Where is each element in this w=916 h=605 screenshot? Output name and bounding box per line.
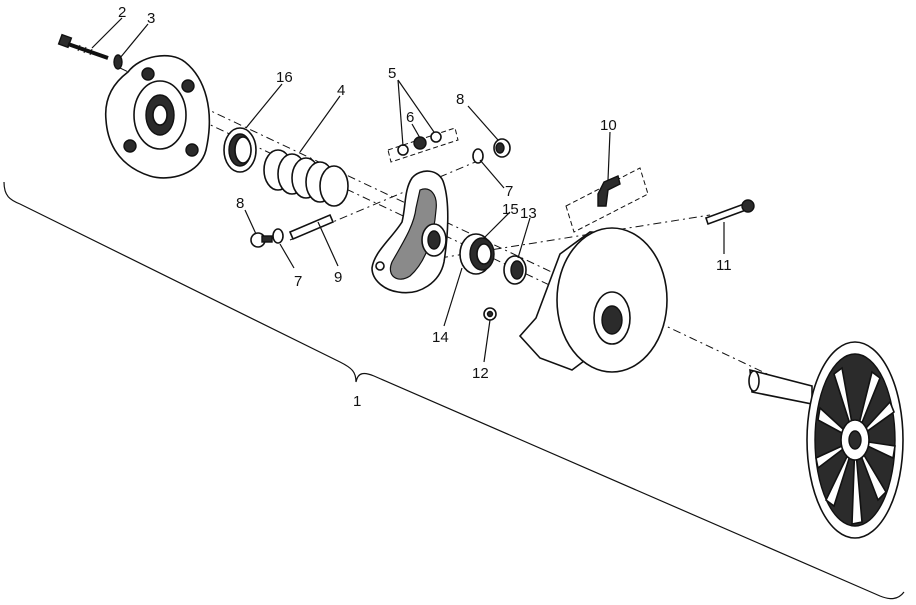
label-5: 5 bbox=[388, 65, 396, 82]
nut-part-12 bbox=[483, 307, 497, 321]
bolt-head-part-8-left bbox=[250, 232, 273, 248]
fixed-sheave-with-shaft bbox=[748, 341, 904, 539]
label-13: 13 bbox=[520, 205, 537, 222]
label-11: 11 bbox=[716, 257, 732, 274]
label-1: 1 bbox=[353, 393, 361, 410]
label-6: 6 bbox=[406, 109, 414, 126]
label-4: 4 bbox=[337, 82, 345, 99]
label-8-left: 8 bbox=[236, 195, 244, 212]
spacer-part-13 bbox=[503, 255, 527, 285]
moveable-sheave bbox=[518, 227, 668, 373]
detail-box-part-10 bbox=[565, 167, 649, 233]
roller-part-15 bbox=[459, 233, 495, 275]
label-9: 9 bbox=[334, 269, 342, 286]
label-15: 15 bbox=[502, 201, 519, 218]
label-12: 12 bbox=[472, 365, 489, 382]
label-3: 3 bbox=[147, 10, 155, 27]
spider-arm-bracket bbox=[371, 170, 449, 294]
label-8-right: 8 bbox=[456, 91, 464, 108]
washer-part-7-right bbox=[472, 148, 484, 164]
detail-box-parts-5-6 bbox=[387, 127, 459, 163]
label-14: 14 bbox=[432, 329, 449, 346]
label-7-left: 7 bbox=[294, 273, 302, 290]
leader-lines bbox=[91, 17, 725, 363]
pin-part-9 bbox=[288, 213, 335, 241]
bolt-part-2 bbox=[57, 33, 109, 60]
label-2: 2 bbox=[118, 4, 126, 21]
washer-part-3 bbox=[113, 54, 123, 70]
spring-part-4 bbox=[263, 149, 349, 207]
bolt-part-11 bbox=[704, 199, 755, 226]
part-number-labels: 2 3 16 4 5 6 8 7 8 7 9 15 13 14 10 12 11… bbox=[118, 4, 732, 410]
bushing-part-8-right bbox=[493, 138, 511, 158]
label-7-right: 7 bbox=[505, 183, 513, 200]
assembly-bracket bbox=[3, 181, 905, 600]
center-axis-lines bbox=[119, 67, 781, 381]
label-10: 10 bbox=[600, 117, 617, 134]
end-cap-housing bbox=[104, 54, 211, 179]
label-16: 16 bbox=[276, 69, 293, 86]
washer-part-7-left bbox=[272, 228, 284, 244]
bushing-part-16 bbox=[223, 127, 257, 173]
